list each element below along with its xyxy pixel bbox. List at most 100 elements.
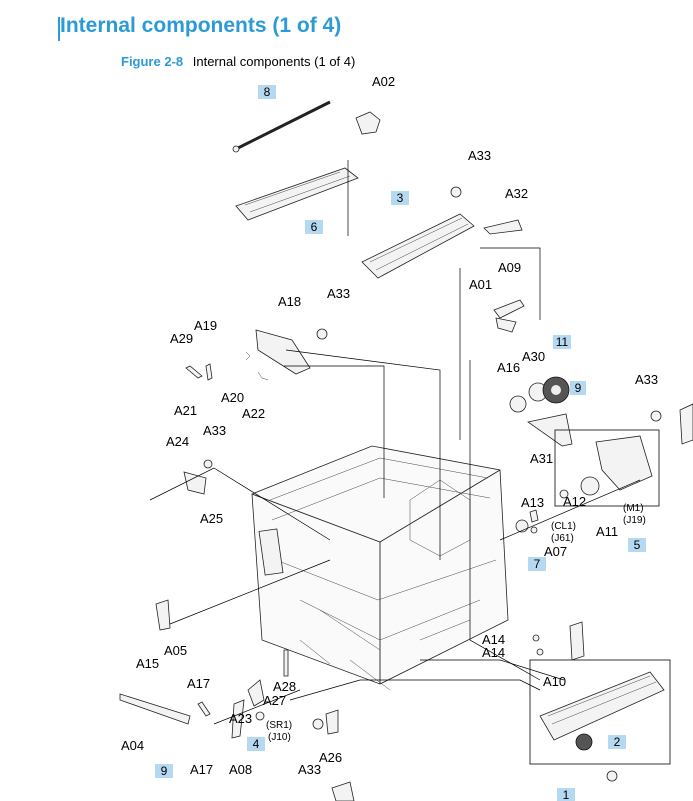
part-bottom-bracket xyxy=(331,781,355,801)
svg-text:7: 7 xyxy=(534,557,541,571)
part-a31 xyxy=(527,413,573,447)
label-a15: A15 xyxy=(136,656,159,671)
svg-text:9: 9 xyxy=(575,381,582,395)
screw-a12 xyxy=(559,489,569,499)
label-a26: A26 xyxy=(319,750,342,765)
svg-text:4: 4 xyxy=(253,737,260,751)
label-a17-top: A17 xyxy=(187,676,210,691)
part-a14a xyxy=(532,634,540,642)
part-a05 xyxy=(155,599,171,631)
label-a21: A21 xyxy=(174,403,197,418)
label-a05: A05 xyxy=(164,643,187,658)
label-j10: (J10) xyxy=(268,732,291,743)
part-a26 xyxy=(325,709,339,735)
svg-text:6: 6 xyxy=(311,220,318,234)
part-a02-bracket xyxy=(355,111,381,135)
label-a08: A08 xyxy=(229,762,252,777)
svg-text:3: 3 xyxy=(397,191,404,205)
label-a31: A31 xyxy=(530,451,553,466)
part-a08 xyxy=(231,699,245,739)
part-a13 xyxy=(529,509,539,523)
figure-caption-text: Internal components (1 of 4) xyxy=(192,54,356,69)
svg-text:11: 11 xyxy=(556,335,569,349)
label-a25: A25 xyxy=(200,511,223,526)
part-a29 xyxy=(185,365,203,379)
part-a09 xyxy=(493,299,525,319)
part-6-guide xyxy=(235,167,359,221)
part-2-roller xyxy=(575,733,593,751)
screw-a33-right xyxy=(650,410,662,422)
figure-caption: Figure 2-8 Internal components (1 of 4) xyxy=(121,54,355,69)
part-8-roller xyxy=(233,100,331,152)
part-a23 xyxy=(247,679,265,707)
part-a20 xyxy=(245,351,251,361)
part-a07 xyxy=(530,526,538,534)
title-accent-bar xyxy=(58,17,60,41)
part-a28 xyxy=(283,649,289,677)
label-a10: A10 xyxy=(543,674,566,689)
part-a18 xyxy=(255,329,311,375)
label-cl1: (CL1) xyxy=(551,521,576,532)
label-a33-left: A33 xyxy=(203,423,226,438)
callout-8: 8 xyxy=(258,85,276,99)
label-a12: A12 xyxy=(563,494,586,509)
callout-6: 6 xyxy=(305,220,323,234)
part-a01 xyxy=(495,317,517,333)
label-a17-bottom: A17 xyxy=(190,762,213,777)
callout-1: 1 xyxy=(557,788,575,801)
main-chassis xyxy=(251,445,509,691)
screw-a33-left xyxy=(203,459,213,469)
part-5-motor xyxy=(595,435,653,491)
part-a16 xyxy=(509,395,527,413)
part-a11 xyxy=(580,476,600,496)
screw-a33-mid xyxy=(316,328,328,340)
callout-3: 3 xyxy=(391,191,409,205)
callout-2: 2 xyxy=(608,735,626,749)
part-a19 xyxy=(205,363,213,381)
label-a16: A16 xyxy=(497,360,520,375)
label-a32: A32 xyxy=(505,186,528,201)
label-a24: A24 xyxy=(166,434,189,449)
part-right-edge xyxy=(679,403,693,445)
label-j19: (J19) xyxy=(623,515,646,526)
part-a14b xyxy=(536,648,544,656)
svg-text:1: 1 xyxy=(563,788,570,801)
label-a07: A07 xyxy=(544,544,567,559)
label-a33-right: A33 xyxy=(635,372,658,387)
label-a01: A01 xyxy=(469,277,492,292)
part-3-guide xyxy=(361,213,475,279)
label-a18: A18 xyxy=(278,294,301,309)
label-a09: A09 xyxy=(498,260,521,275)
label-j61: (J61) xyxy=(551,533,574,544)
label-a02: A02 xyxy=(372,74,395,89)
callout-5: 5 xyxy=(628,538,646,552)
label-a29: A29 xyxy=(170,331,193,346)
screw-a33-bottom xyxy=(312,718,324,730)
part-a22 xyxy=(257,371,269,381)
label-m1: (M1) xyxy=(623,503,644,514)
callouts: 8 6 3 11 9 5 7 4 2 9 1 xyxy=(155,85,646,801)
callout-9-left: 9 xyxy=(155,764,173,778)
label-a22: A22 xyxy=(242,406,265,421)
label-a19: A19 xyxy=(194,318,217,333)
label-a28: A28 xyxy=(273,679,296,694)
part-a04 xyxy=(119,693,191,725)
part-1-box xyxy=(529,659,671,765)
figure-number: Figure 2-8 xyxy=(121,54,184,69)
label-a04: A04 xyxy=(121,738,144,753)
label-a11: A11 xyxy=(596,524,618,539)
part-1-guide xyxy=(539,671,665,741)
screw-bottom-right xyxy=(606,770,618,782)
label-a30: A30 xyxy=(522,349,545,364)
part-4-sensor xyxy=(255,711,265,721)
parts-art xyxy=(119,100,693,801)
label-a27: A27 xyxy=(263,693,286,708)
svg-text:2: 2 xyxy=(614,735,621,749)
label-a33-top: A33 xyxy=(468,148,491,163)
part-a32 xyxy=(483,219,523,235)
page-title: Internal components (1 of 4) xyxy=(60,14,342,37)
part-a17 xyxy=(197,701,211,717)
label-a13: A13 xyxy=(521,495,544,510)
svg-text:9: 9 xyxy=(161,764,168,778)
